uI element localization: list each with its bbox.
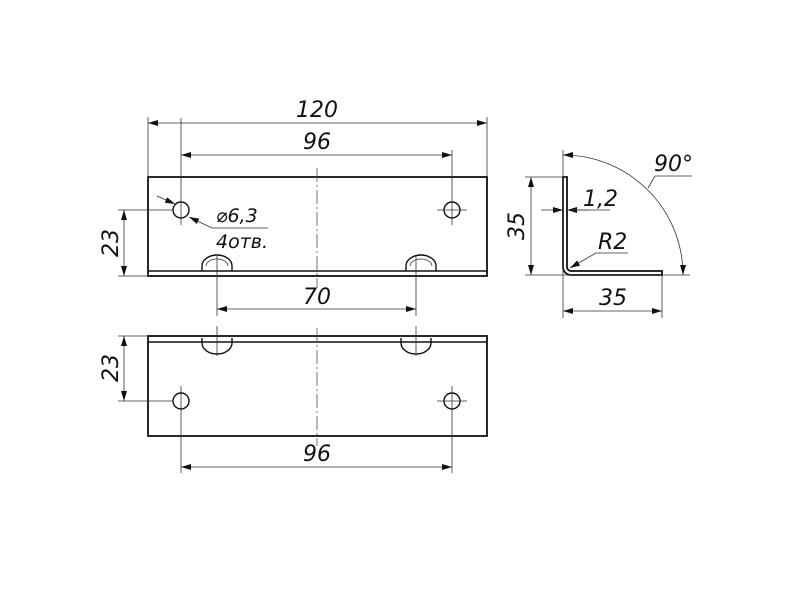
hole-count-label: 4отв. <box>216 231 268 253</box>
dimension-hole-height: 23 <box>99 354 124 382</box>
top-view-outline <box>147 176 488 277</box>
bottom-view: 23 96 <box>99 326 488 473</box>
dimension-leg-height: 35 <box>505 212 530 240</box>
side-view: 35 35 1,2 R2 90° <box>505 150 693 318</box>
slot <box>201 254 437 271</box>
dimension-thickness: 1,2 <box>583 187 618 212</box>
slot <box>201 338 432 355</box>
bottom-view-outline <box>147 335 488 437</box>
dimension-slot-spacing: 70 <box>303 285 331 310</box>
top-view: 120 96 70 23 ⌀6,3 4отв. <box>99 98 488 316</box>
angle-arc <box>562 152 686 276</box>
dimension-hole-height: 23 <box>99 229 124 257</box>
dimension-leg-width: 35 <box>599 286 627 311</box>
hole-diameter-label: ⌀6,3 <box>216 205 258 227</box>
dimension-hole-spacing: 96 <box>303 442 331 467</box>
dimension-overall-length: 120 <box>296 98 338 123</box>
dimension-hole-spacing: 96 <box>303 130 331 155</box>
bend-radius-label: R2 <box>598 230 627 255</box>
angle-label: 90° <box>654 152 693 177</box>
